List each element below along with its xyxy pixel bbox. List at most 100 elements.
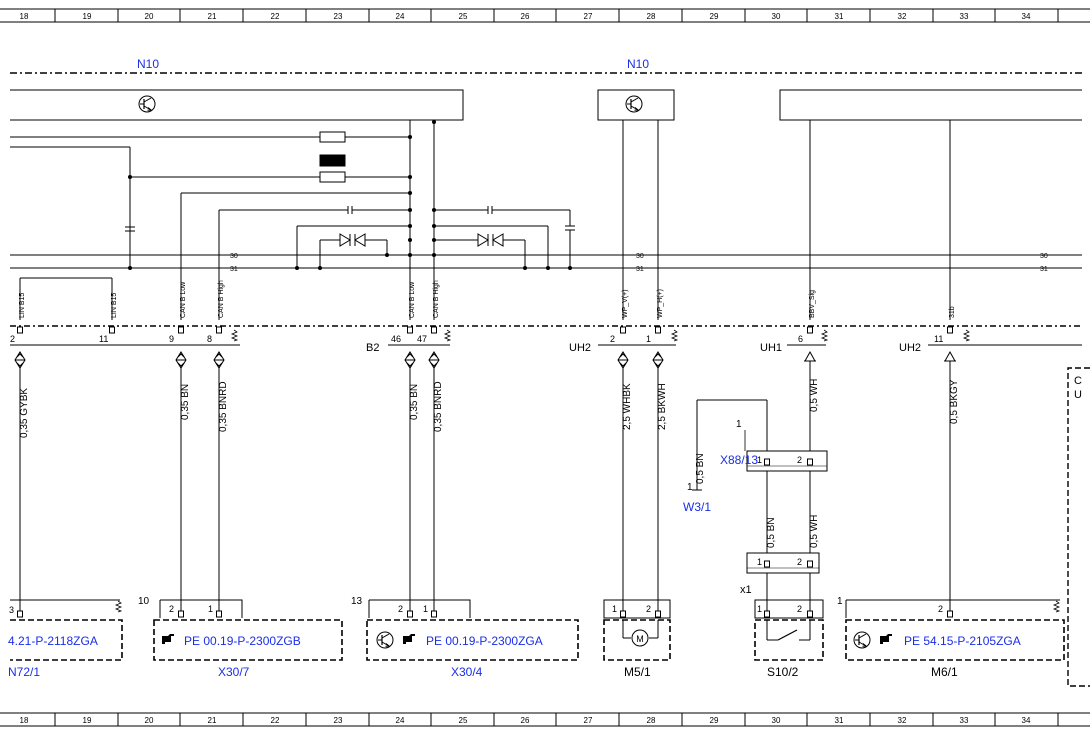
component-number: 10: [138, 596, 150, 607]
signal-label: CAN B Low: [180, 281, 187, 318]
component-label-x88-13: X88/13: [720, 453, 758, 467]
ruler-col: 31: [835, 716, 844, 725]
ruler-col: 30: [772, 716, 781, 725]
component-label-n72-1: N72/1: [8, 665, 40, 679]
ruler-col: 21: [208, 12, 217, 21]
component-m5-1: 1 2 M M5/1: [603, 599, 671, 679]
hand-pointer-icon: [403, 634, 415, 644]
ruler-col: 21: [208, 716, 217, 725]
wire-label: 0,5 WH: [809, 379, 820, 412]
ruler-col: 26: [521, 716, 530, 725]
component-label-m6-1: M6/1: [931, 665, 958, 679]
connector-x88-13: 1 1 2 X88/13: [720, 419, 828, 472]
pin-number: 1: [208, 604, 213, 614]
component-label-x30-7: X30/7: [218, 665, 250, 679]
transistor-icon: [853, 631, 871, 649]
ruler-col: 25: [459, 12, 468, 21]
pin-number: 1: [757, 455, 762, 465]
connector-symbols: [14, 351, 957, 369]
pin-number: 2: [169, 604, 174, 614]
signal-label: BBV_Sig: [809, 290, 816, 318]
transistor-icon: [138, 95, 156, 113]
edge-letter: C: [1074, 375, 1082, 387]
connector-label-uh2: UH2: [569, 342, 591, 354]
ruler-col: 26: [521, 12, 530, 21]
signal-label: WP_H(+): [657, 289, 664, 318]
pin-number: 1: [736, 419, 742, 430]
ruler-col: 25: [459, 716, 468, 725]
pin-number: 11: [99, 334, 108, 344]
bus-dots: [128, 120, 572, 270]
pin-number: 2: [797, 455, 802, 465]
component-ref-link[interactable]: 4.21-P-2118ZGA: [8, 634, 98, 648]
connector-x1: 1 2 x1: [740, 552, 820, 596]
connector-label-uh1: UH1: [760, 342, 782, 354]
pin-number: 1: [687, 482, 693, 493]
motor-symbol: M: [636, 634, 644, 644]
wire-label: 2,5 BKWH: [657, 383, 668, 430]
component-m6-1: 2 1 PE 54.15-P-2105ZGA M6/1: [837, 596, 1065, 679]
ruler-col: 20: [145, 12, 154, 21]
pin-number: 2: [938, 604, 943, 614]
wire-runs: [19, 361, 951, 612]
component-label-m5-1: M5/1: [624, 665, 651, 679]
component-ref-link[interactable]: PE 00.19-P-2300ZGA: [426, 634, 543, 648]
bus-label: 30: [636, 253, 644, 260]
ruler-col: 19: [83, 12, 92, 21]
component-label-x30-4: X30/4: [451, 665, 483, 679]
pin-number: 1: [423, 604, 428, 614]
component-x30-4: 2 1 13 PE 00.19-P-2300ZGA X30/4: [351, 596, 579, 679]
ruler-col: 18: [20, 716, 29, 725]
bus-label: 30: [230, 253, 238, 260]
ruler-col: 33: [960, 716, 969, 725]
connector-label-uh2: UH2: [899, 342, 921, 354]
ruler-col: 23: [334, 716, 343, 725]
ruler-col: 33: [960, 12, 969, 21]
bus-label: 30: [1040, 253, 1048, 260]
transistor-icon: [376, 631, 394, 649]
ruler-col: 30: [772, 12, 781, 21]
pin-number: 11: [934, 334, 943, 344]
component-ref-link[interactable]: PE 54.15-P-2105ZGA: [904, 634, 1021, 648]
pin-number: 2: [797, 604, 802, 614]
pin-number: 46: [391, 334, 401, 344]
ruler-col: 19: [83, 716, 92, 725]
component-label-x1: x1: [740, 584, 752, 596]
switch-icon: [777, 629, 798, 641]
ruler-col: 18: [20, 12, 29, 21]
ruler-col: 34: [1022, 716, 1031, 725]
component-label-s10-2: S10/2: [767, 665, 799, 679]
pin-number: 2: [10, 334, 15, 344]
pin-boxes: [17, 326, 953, 334]
connector-label-b2: B2: [366, 342, 379, 354]
motor-icon: [631, 629, 649, 647]
component-s10-2: 1 2 S10/2: [754, 599, 824, 679]
pin-number: 1: [757, 557, 762, 567]
pin-number: 1: [646, 334, 651, 344]
control-box-right: [779, 89, 1082, 121]
top-ruler: 18 19 20 21 22 23 24 25 26 27 28 29 30 3…: [0, 8, 1090, 23]
ruler-col: 27: [584, 12, 593, 21]
hand-pointer-icon: [880, 634, 892, 644]
pin-number: 2: [610, 334, 615, 344]
ruler-col: 32: [898, 12, 907, 21]
wire-label: 0,35 BNRD: [433, 381, 444, 432]
component-ref-link[interactable]: PE 00.19-P-2300ZGB: [184, 634, 301, 648]
pin-number: 8: [207, 334, 212, 344]
pin-number: 9: [169, 334, 174, 344]
signal-label: CAN B High: [433, 280, 440, 318]
bus-label: 31: [636, 266, 644, 273]
bus-label: 31: [230, 266, 238, 273]
pin-number: 47: [417, 334, 427, 344]
ruler-col: 29: [710, 716, 719, 725]
pin-number: 6: [798, 334, 803, 344]
wire-label: 0,35 BN: [180, 384, 191, 420]
component-label-w3-1: W3/1: [683, 500, 711, 514]
transistor-icon: [625, 95, 643, 113]
wire-label: 0,5 BN: [766, 517, 777, 548]
ruler-col: 22: [271, 716, 280, 725]
component-number: 1: [837, 596, 843, 607]
ruler-col: 28: [647, 12, 656, 21]
wire-label: 0,35 GYBK: [19, 388, 30, 438]
wire-label: 2,5 WHBK: [622, 383, 633, 430]
